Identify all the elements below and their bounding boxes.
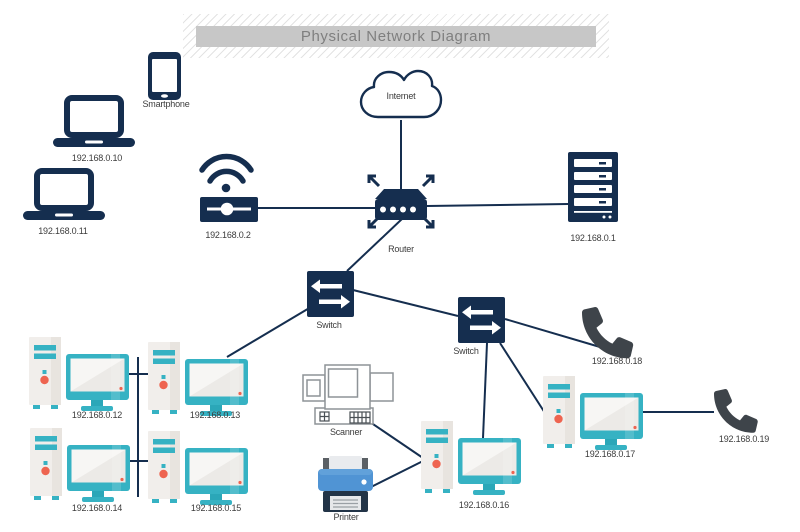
router-label: Router [388,244,414,254]
connection-line [370,460,424,488]
ws16-label: 192.168.0.16 [459,500,509,510]
monitor-icon [67,445,130,502]
monitor-icon [66,354,129,411]
ws15-label: 192.168.0.15 [191,503,241,513]
monitor-icon [580,393,643,450]
smartphone-icon[interactable] [148,52,181,100]
connection-line [504,318,601,348]
internet-cloud-icon[interactable]: Internet [359,69,443,119]
internet-label: Internet [387,91,417,101]
connection-lines [125,120,714,497]
laptop2-label: 192.168.0.11 [38,226,88,236]
connection-line [352,289,459,317]
switch2-label: Switch [453,346,479,356]
switch-icon[interactable] [458,297,505,343]
laptop-icon[interactable] [53,95,135,147]
tower-icon [421,421,453,493]
device-labels: Smartphone 192.168.0.10 192.168.0.11 192… [38,99,769,522]
workstation-icon[interactable] [421,421,521,495]
tower-icon [148,431,180,503]
ws17-label: 192.168.0.17 [585,449,635,459]
ws14-label: 192.168.0.14 [72,503,122,513]
monitor-icon [185,359,248,416]
connection-line [426,203,569,207]
smartphone-label: Smartphone [142,99,189,109]
phone2-label: 192.168.0.19 [719,434,769,444]
monitor-icon [185,448,248,505]
connection-line [346,217,404,272]
ws12-label: 192.168.0.12 [72,410,122,420]
workstation-icon[interactable] [29,337,129,411]
monitor-icon [458,438,521,495]
laptop1-label: 192.168.0.10 [72,153,122,163]
connection-line [366,419,424,459]
server-label: 192.168.0.1 [570,233,616,243]
connection-line [499,342,546,414]
ws13-label: 192.168.0.13 [190,410,240,420]
switch-icon[interactable] [307,271,354,317]
workstation-icon[interactable] [148,342,248,416]
tower-icon [29,337,61,409]
router-icon[interactable] [367,174,435,229]
scanner-label: Scanner [330,427,362,437]
workstation-icon[interactable] [543,376,643,450]
printer-label: Printer [333,512,358,522]
tower-icon [148,342,180,414]
scanner-icon[interactable] [302,364,394,425]
phone-icon[interactable] [582,306,634,359]
access-point-label: 192.168.0.2 [205,230,251,240]
phone1-label: 192.168.0.18 [592,356,642,366]
tower-icon [30,428,62,500]
connection-line [482,342,488,439]
server-icon[interactable] [568,152,618,222]
diagram-title: Physical Network Diagram [196,26,596,47]
workstation-icon[interactable] [30,428,130,502]
title-banner: Physical Network Diagram [183,14,609,58]
workstation-icon[interactable] [148,431,248,505]
connection-line [226,306,312,358]
laptop-icon[interactable] [23,168,105,220]
phone-icon[interactable] [714,388,758,433]
wireless-access-point-icon[interactable] [199,153,258,222]
switch1-label: Switch [316,320,342,330]
printer-icon[interactable] [318,456,373,512]
tower-icon [543,376,575,448]
